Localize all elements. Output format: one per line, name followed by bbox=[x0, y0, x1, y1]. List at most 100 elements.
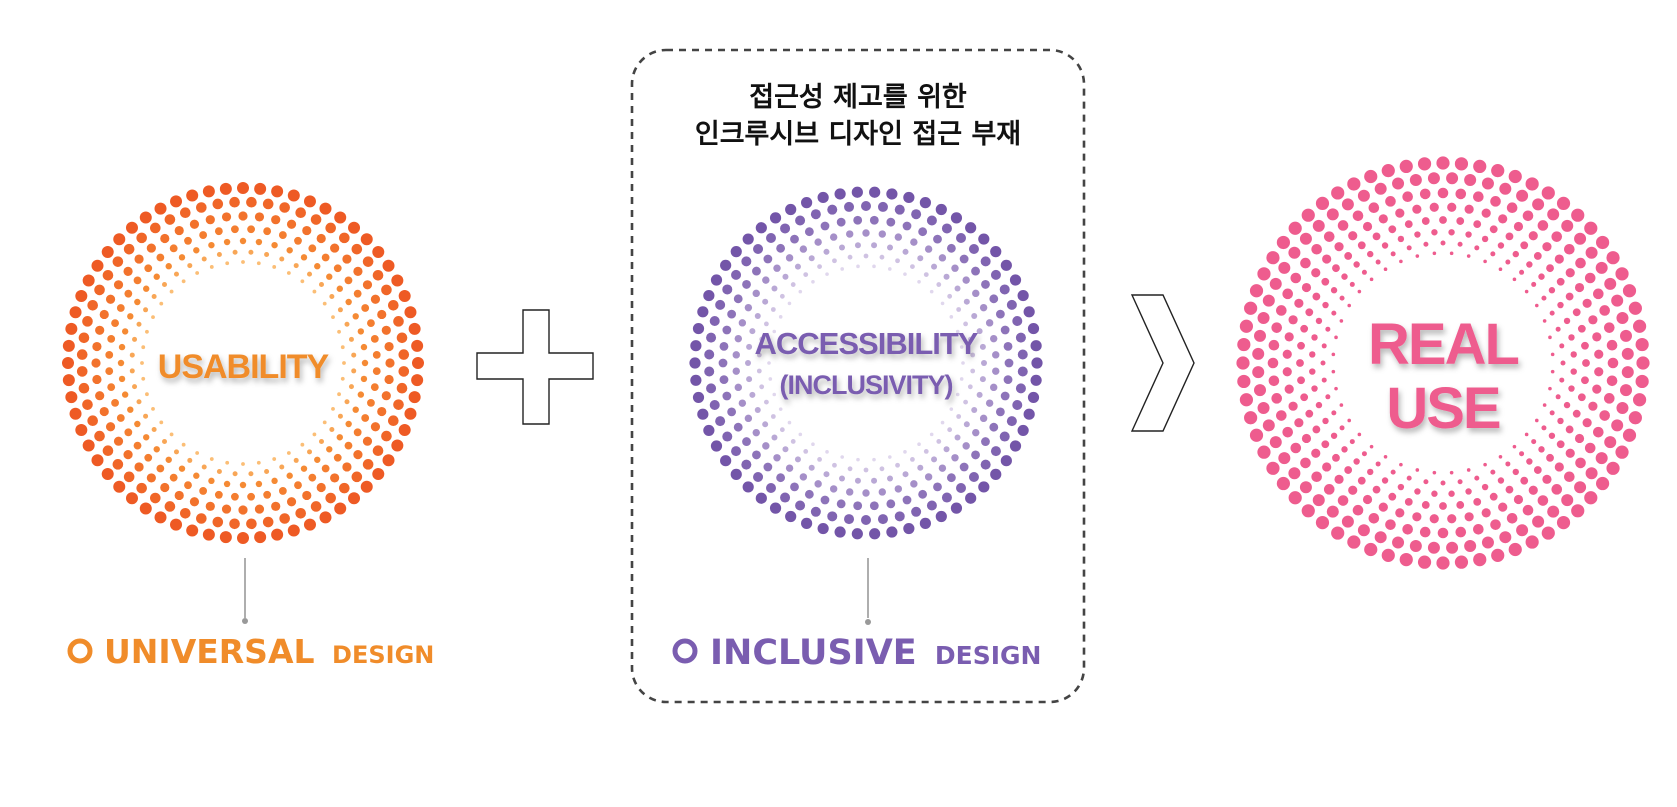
real-use-dot bbox=[1554, 462, 1564, 472]
accessibility-dot bbox=[749, 391, 756, 398]
usability-dot bbox=[140, 361, 144, 365]
real-use-dot bbox=[1323, 231, 1335, 242]
real-use-dot bbox=[1348, 485, 1358, 495]
accessibility-dot bbox=[742, 280, 751, 289]
usability-dot bbox=[113, 280, 124, 290]
real-use-dot bbox=[1588, 401, 1598, 411]
usability-dot bbox=[263, 490, 272, 499]
usability-dot bbox=[91, 259, 104, 272]
usability-dot bbox=[95, 325, 105, 335]
usability-dot bbox=[322, 420, 327, 425]
accessibility-dot bbox=[869, 528, 881, 540]
usability-dot bbox=[75, 290, 88, 303]
accessibility-dot bbox=[940, 301, 945, 306]
usability-dot bbox=[337, 392, 341, 397]
real-use-dot bbox=[1288, 491, 1302, 505]
real-use-dot bbox=[1352, 210, 1364, 222]
real-use-dot bbox=[1528, 231, 1538, 241]
real-use-dot bbox=[1541, 526, 1555, 540]
usability-dot bbox=[293, 457, 299, 463]
real-use-dot bbox=[1288, 246, 1301, 259]
accessibility-dot bbox=[910, 457, 915, 462]
real-use-dot bbox=[1563, 317, 1571, 325]
accessibility-dot bbox=[733, 422, 743, 432]
accessibility-dot bbox=[979, 414, 988, 423]
usability-dot bbox=[124, 289, 133, 298]
accessibility-dot bbox=[911, 209, 922, 220]
real-use-dot bbox=[1593, 426, 1604, 438]
accessibility-dot bbox=[787, 301, 792, 306]
real-use-dot bbox=[1621, 366, 1634, 379]
real-use-dot bbox=[1528, 485, 1538, 495]
usability-dot bbox=[132, 336, 138, 342]
accessibility-dot bbox=[903, 272, 907, 276]
accessibility-dot bbox=[801, 517, 813, 529]
accessibility-dot bbox=[963, 298, 970, 305]
usability-dot bbox=[360, 375, 368, 383]
real-use-dot bbox=[1592, 384, 1602, 394]
real-use-dot bbox=[1542, 242, 1552, 252]
real-use-dot bbox=[1446, 172, 1459, 185]
real-use-dot bbox=[1522, 210, 1534, 222]
usability-dot bbox=[164, 501, 176, 512]
usability-dot bbox=[136, 482, 147, 494]
usability-dot bbox=[318, 438, 324, 444]
real-use-dot bbox=[1254, 384, 1266, 397]
real-use-dot bbox=[1325, 326, 1331, 332]
accessibility-dot bbox=[941, 223, 952, 234]
real-use-dot bbox=[1337, 220, 1349, 231]
accessibility-dot bbox=[933, 482, 942, 492]
usability-dot bbox=[271, 185, 284, 198]
accessibility-dot bbox=[772, 392, 777, 397]
real-use-dot bbox=[1635, 337, 1649, 352]
accessibility-dot bbox=[790, 234, 799, 244]
accessibility-dot bbox=[967, 336, 973, 342]
real-use-dot bbox=[1301, 208, 1315, 222]
real-use-dot bbox=[1431, 229, 1438, 236]
accessibility-dot bbox=[1006, 416, 1017, 427]
accessibility-dot bbox=[894, 204, 905, 215]
usability-dot bbox=[205, 215, 215, 225]
real-use-dot bbox=[1481, 483, 1489, 491]
accessibility-dot bbox=[811, 279, 815, 284]
usability-dot bbox=[360, 343, 368, 351]
usability-dot bbox=[398, 366, 410, 377]
usability-dot bbox=[196, 202, 207, 213]
usability-dot bbox=[361, 304, 370, 312]
accessibility-dot bbox=[954, 434, 961, 441]
accessibility-dot bbox=[979, 303, 988, 312]
chevron-right-icon bbox=[1130, 294, 1195, 432]
usability-dot bbox=[381, 391, 391, 401]
real-use-dot bbox=[1244, 301, 1258, 315]
usability-dot bbox=[193, 247, 200, 254]
accessibility-dot bbox=[703, 289, 715, 302]
usability-dot bbox=[143, 413, 149, 419]
accessibility-dot bbox=[823, 471, 830, 478]
accessibility-dot bbox=[798, 432, 803, 437]
accessibility-dot bbox=[785, 464, 794, 472]
real-use-dot bbox=[1439, 216, 1447, 224]
accessibility-dot bbox=[762, 421, 769, 428]
usability-dot bbox=[370, 383, 379, 392]
real-use-dot bbox=[1252, 347, 1265, 360]
real-use-dot bbox=[1546, 453, 1554, 462]
real-use-dot bbox=[1489, 492, 1498, 501]
real-use-dot bbox=[1588, 315, 1598, 325]
usability-dot bbox=[362, 459, 374, 470]
usability-dot bbox=[330, 473, 340, 483]
accessibility-dot bbox=[1017, 366, 1028, 377]
accessibility-dot bbox=[840, 267, 844, 271]
real-use-dot bbox=[1520, 241, 1529, 250]
real-use-dot bbox=[1374, 531, 1387, 544]
usability-dot bbox=[393, 399, 404, 410]
real-use-dot bbox=[1541, 186, 1555, 200]
real-use-dot bbox=[1357, 432, 1362, 437]
accessibility-dot bbox=[710, 274, 723, 286]
accessibility-dot bbox=[872, 457, 876, 462]
usability-dot bbox=[219, 182, 232, 195]
usability-dot bbox=[87, 300, 98, 311]
real-use-dot bbox=[1522, 504, 1534, 516]
accessibility-dot bbox=[917, 279, 921, 284]
usability-dot bbox=[408, 391, 421, 404]
usability-dot bbox=[333, 264, 342, 273]
